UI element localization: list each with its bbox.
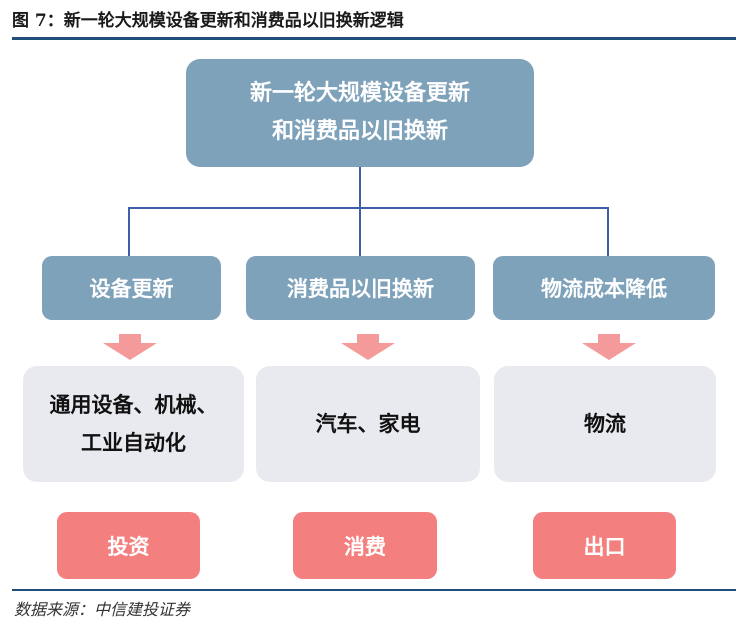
detail-logistics-line1: 物流 — [584, 412, 626, 436]
down-arrow-icon — [341, 334, 395, 360]
source-note: 数据来源：中信建投证券 — [14, 600, 191, 619]
category-equipment-update: 设备更新 — [42, 256, 221, 320]
detail-equipment-line1: 通用设备、机械、 — [49, 393, 218, 417]
figure-title: 图 7：新一轮大规模设备更新和消费品以旧换新逻辑 — [12, 11, 404, 31]
root-node: 新一轮大规模设备更新 和消费品以旧换新 — [186, 59, 534, 167]
connector-right-drop — [607, 207, 609, 256]
connector-left-drop — [128, 207, 130, 256]
detail-consumer-goods: 汽车、家电 — [256, 366, 480, 482]
root-node-line2: 和消费品以旧换新 — [271, 119, 448, 144]
bottom-rule — [12, 589, 736, 591]
connector-middle-drop — [359, 207, 361, 256]
detail-consumer-goods-line1: 汽车、家电 — [315, 412, 421, 436]
category-trade-in: 消费品以旧换新 — [246, 256, 475, 320]
connector-horizontal — [128, 207, 609, 209]
down-arrow-icon — [582, 334, 636, 360]
root-node-line1: 新一轮大规模设备更新 — [249, 81, 470, 106]
detail-equipment-line2: 工业自动化 — [81, 431, 186, 455]
category-logistics-cost: 物流成本降低 — [493, 256, 715, 320]
detail-equipment: 通用设备、机械、 工业自动化 — [23, 366, 244, 482]
outcome-investment: 投资 — [57, 512, 200, 579]
detail-logistics: 物流 — [494, 366, 716, 482]
connector-root-stem — [359, 167, 361, 208]
outcome-export: 出口 — [533, 512, 676, 579]
outcome-consumption: 消费 — [293, 512, 437, 579]
top-rule — [12, 37, 736, 40]
down-arrow-icon — [103, 334, 157, 360]
